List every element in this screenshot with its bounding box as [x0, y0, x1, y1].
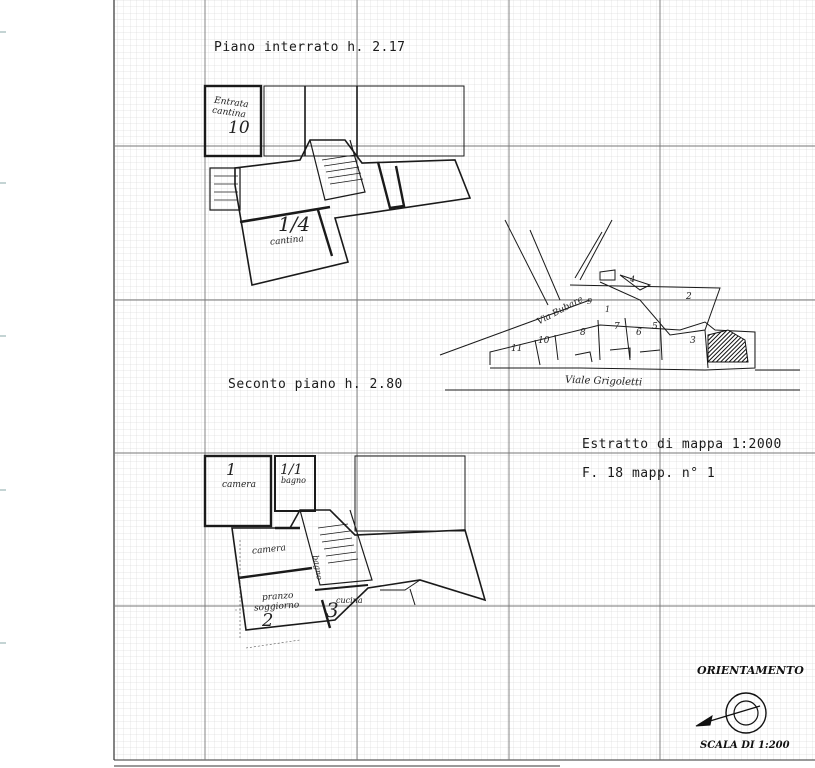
parcel-2: 2	[686, 292, 692, 302]
room-camera-1-label: camera	[222, 480, 256, 490]
parcel-7: 7	[614, 322, 620, 332]
second-floor-stairs	[317, 523, 359, 564]
parcel-11: 11	[511, 344, 523, 354]
second-floor-main-block	[231, 509, 487, 631]
basement-cellar-number: 1/4	[278, 212, 311, 236]
room-pranzo-number: 2	[262, 610, 274, 631]
room-camera-1-number: 1	[226, 460, 237, 479]
basement-plan	[203, 84, 472, 286]
basement-title: Piano interrato h. 2.17	[214, 40, 406, 55]
basement-entrance-room	[203, 84, 263, 158]
parcel-10: 10	[538, 336, 550, 346]
parcel-4: 4	[630, 275, 636, 284]
orientation-symbol	[695, 692, 767, 734]
room-bagno-label: bagno	[281, 476, 306, 485]
parcel-1: 1	[605, 305, 611, 314]
cadastral-map	[439, 219, 800, 391]
parcel-3: 3	[690, 336, 696, 346]
parcel-5: 5	[652, 322, 658, 332]
room-cucina-label: cucina	[336, 596, 363, 605]
parcel-6: 6	[636, 328, 642, 338]
room-bagno-number: 1/1	[280, 462, 303, 478]
scale-label: SCALA DI 1:200	[700, 740, 790, 751]
basement-entrance-number: 10	[228, 118, 250, 138]
map-reference-label: F. 18 mapp. n° 1	[582, 466, 716, 481]
hatched-parcel	[707, 329, 749, 363]
wall-hatching	[235, 540, 301, 649]
orientation-title: ORIENTAMENTO	[697, 664, 804, 677]
room-cucina-number: 3	[326, 598, 339, 622]
second-floor-plan	[203, 454, 487, 631]
parcel-9: 9	[587, 297, 593, 306]
map-extract-label: Estratto di mappa 1:2000	[582, 437, 782, 452]
second-floor-title: Seconto piano h. 2.80	[228, 377, 403, 392]
room-camera-1	[203, 454, 273, 528]
basement-main-block	[234, 139, 472, 286]
margin-ticks	[0, 31, 6, 644]
parcel-8: 8	[580, 328, 586, 338]
basement-stairs	[214, 154, 364, 201]
